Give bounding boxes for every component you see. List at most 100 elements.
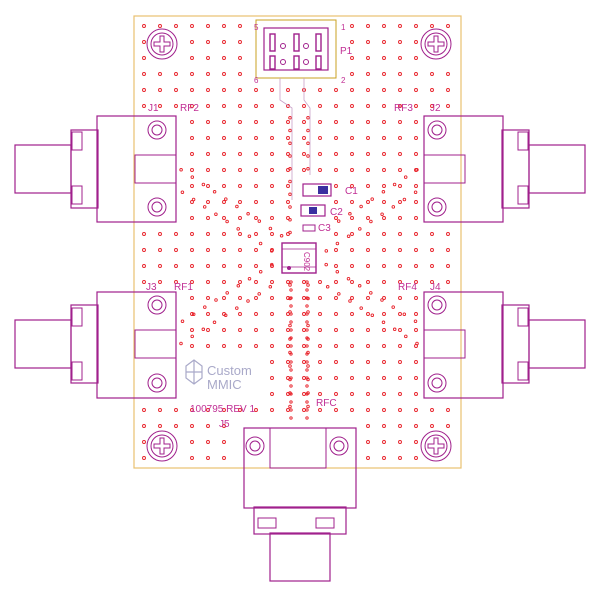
label-rf1: RF1 bbox=[174, 282, 193, 293]
via bbox=[334, 392, 338, 396]
via bbox=[305, 360, 309, 364]
via bbox=[222, 24, 226, 28]
via bbox=[222, 168, 226, 172]
via bbox=[414, 248, 418, 252]
via bbox=[398, 152, 402, 156]
via bbox=[270, 264, 274, 268]
via bbox=[414, 24, 418, 28]
via bbox=[190, 175, 195, 179]
header-p1 bbox=[255, 19, 337, 200]
via bbox=[158, 104, 162, 108]
via bbox=[414, 136, 418, 140]
via bbox=[289, 376, 293, 380]
via bbox=[334, 264, 338, 268]
via bbox=[286, 120, 290, 124]
via bbox=[446, 232, 450, 236]
via bbox=[190, 24, 194, 28]
via bbox=[190, 40, 194, 44]
via bbox=[381, 320, 386, 325]
via bbox=[270, 344, 274, 348]
via bbox=[254, 232, 258, 236]
via bbox=[398, 264, 402, 268]
via bbox=[254, 264, 258, 268]
via bbox=[413, 319, 418, 323]
via bbox=[206, 136, 210, 140]
via bbox=[222, 40, 226, 44]
via bbox=[236, 284, 241, 288]
label-c2: C2 bbox=[330, 207, 343, 218]
via bbox=[382, 376, 386, 380]
via bbox=[318, 392, 322, 396]
via bbox=[238, 104, 242, 108]
via bbox=[366, 40, 370, 44]
via bbox=[305, 368, 309, 372]
via bbox=[190, 200, 194, 204]
via bbox=[238, 88, 242, 92]
via bbox=[270, 328, 274, 332]
via bbox=[254, 168, 258, 172]
via bbox=[350, 312, 354, 316]
via bbox=[334, 328, 338, 332]
via bbox=[191, 312, 196, 316]
via bbox=[398, 200, 402, 204]
via bbox=[288, 154, 292, 158]
via bbox=[206, 328, 210, 332]
via bbox=[318, 408, 322, 412]
via bbox=[270, 296, 274, 300]
connector-j1-rf2 bbox=[14, 115, 177, 223]
via bbox=[288, 283, 292, 287]
via bbox=[366, 216, 370, 220]
via bbox=[269, 249, 274, 253]
via bbox=[305, 288, 309, 292]
via bbox=[398, 168, 402, 172]
via bbox=[414, 440, 418, 444]
via bbox=[289, 312, 293, 316]
via bbox=[398, 88, 402, 92]
via bbox=[190, 312, 194, 316]
via bbox=[414, 312, 418, 316]
label-rfc: RFC bbox=[316, 398, 337, 409]
via bbox=[222, 104, 226, 108]
via bbox=[382, 152, 386, 156]
via bbox=[302, 120, 306, 124]
via bbox=[414, 360, 418, 364]
connector-j5-rfc bbox=[243, 427, 357, 582]
via bbox=[318, 296, 322, 300]
pin-label-6: 6 bbox=[254, 76, 259, 85]
via bbox=[398, 72, 402, 76]
via bbox=[246, 299, 250, 303]
via bbox=[158, 424, 162, 428]
via bbox=[302, 104, 306, 108]
via bbox=[270, 360, 274, 364]
via bbox=[382, 232, 386, 236]
via bbox=[334, 280, 338, 284]
via bbox=[305, 296, 309, 300]
via bbox=[206, 120, 210, 124]
pin-label-1: 1 bbox=[341, 23, 346, 32]
label-j3: J3 bbox=[146, 282, 157, 293]
via bbox=[174, 88, 178, 92]
via bbox=[318, 280, 322, 284]
via bbox=[289, 352, 293, 356]
via bbox=[302, 152, 306, 156]
via bbox=[279, 234, 284, 238]
via bbox=[348, 299, 352, 303]
via bbox=[398, 408, 402, 412]
via bbox=[190, 456, 194, 460]
via bbox=[202, 205, 207, 209]
via bbox=[305, 336, 309, 340]
via bbox=[334, 376, 338, 380]
via bbox=[324, 262, 328, 267]
via bbox=[174, 72, 178, 76]
via bbox=[366, 360, 370, 364]
via bbox=[358, 227, 362, 231]
via bbox=[286, 216, 290, 220]
via bbox=[222, 184, 226, 188]
via bbox=[430, 280, 434, 284]
via bbox=[288, 141, 292, 146]
via bbox=[382, 296, 386, 300]
via bbox=[382, 456, 386, 460]
via bbox=[289, 384, 293, 388]
via bbox=[190, 152, 194, 156]
via bbox=[350, 168, 354, 172]
